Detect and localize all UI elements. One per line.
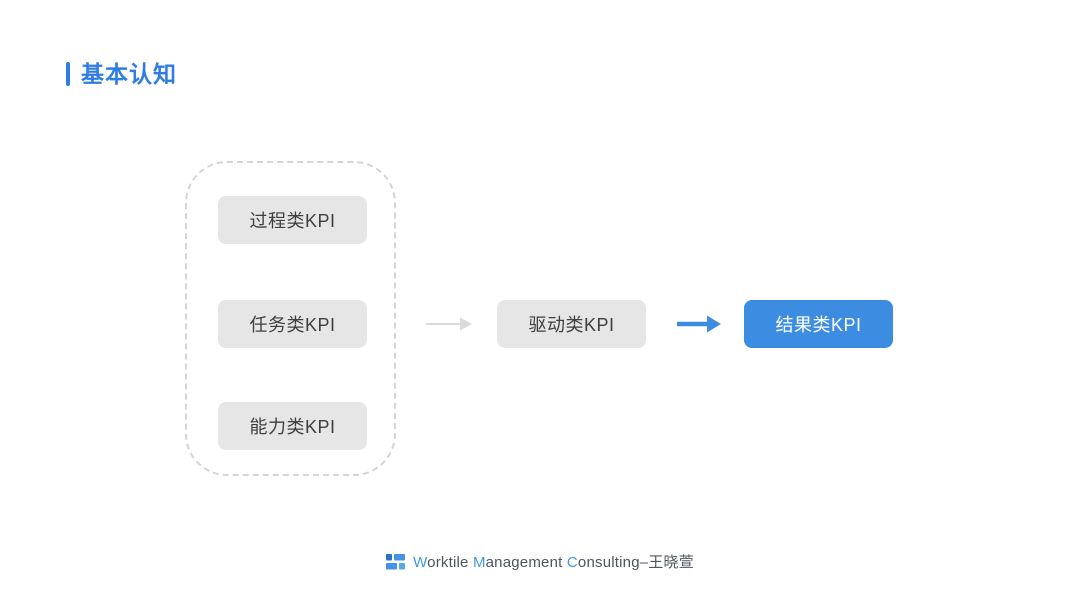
footer-credit: Worktile Management Consulting–王晓萱 bbox=[413, 551, 694, 572]
footer-segment: M bbox=[472, 554, 486, 571]
right-arrow-icon bbox=[677, 315, 721, 333]
footer-segment: C bbox=[566, 554, 578, 571]
title-accent-bar bbox=[66, 62, 70, 86]
driver-kpi-box: 驱动类KPI bbox=[497, 300, 646, 348]
task-kpi-box: 任务类KPI bbox=[218, 300, 367, 348]
worktile-logo-icon bbox=[386, 553, 406, 569]
ability-kpi-box: 能力类KPI bbox=[218, 402, 367, 450]
result-kpi-box: 结果类KPI bbox=[744, 300, 893, 348]
footer-segment: anagement bbox=[485, 554, 567, 571]
footer: Worktile Management Consulting–王晓萱 bbox=[0, 551, 1080, 572]
kpi-group-container bbox=[185, 161, 396, 476]
footer-segment: orktile bbox=[427, 554, 473, 571]
footer-segment: W bbox=[413, 554, 428, 571]
right-arrow-icon bbox=[426, 317, 472, 331]
page-title-text: 基本认知 bbox=[81, 60, 177, 87]
page-title: 基本认知 bbox=[66, 62, 177, 86]
process-kpi-box: 过程类KPI bbox=[218, 196, 367, 244]
footer-segment: onsulting–王晓萱 bbox=[577, 554, 694, 571]
